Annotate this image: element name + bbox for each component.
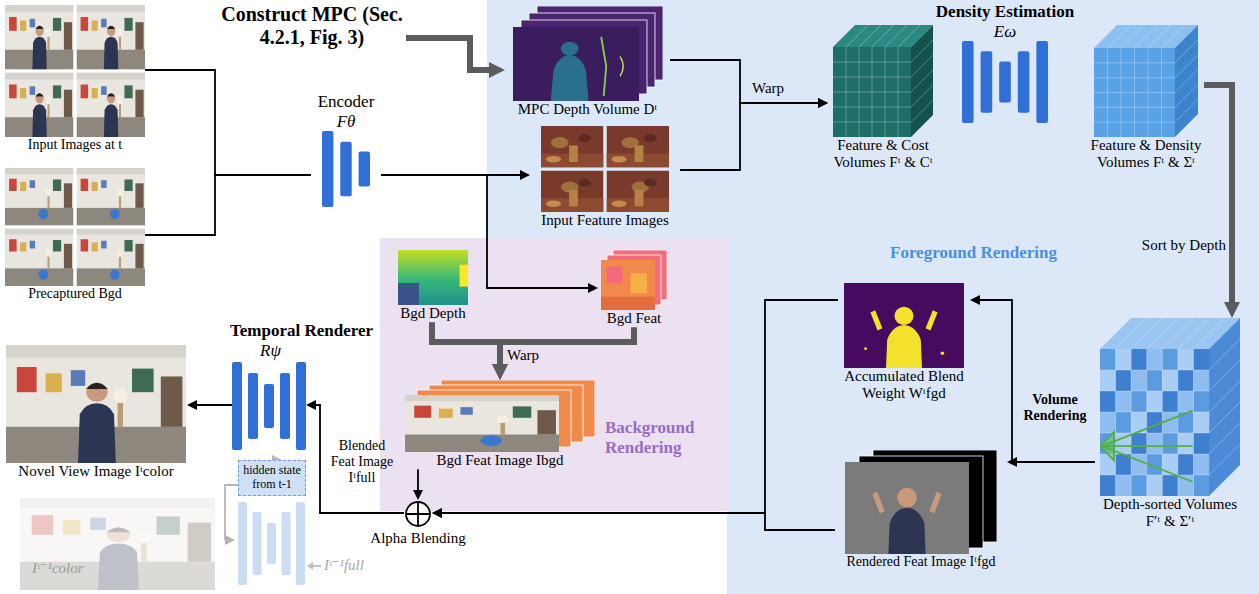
illustration xyxy=(404,500,432,528)
sorted-volume-cube: Depth-sorted Volumes F′ᵗ & Σ′ᵗ xyxy=(1095,318,1245,531)
node-label: Bgd Feat Image Ibgd xyxy=(400,452,600,469)
illustration xyxy=(5,168,145,286)
node-label: Density Estimation xyxy=(925,2,1085,22)
connector xyxy=(670,60,818,103)
leader-arrow xyxy=(307,562,321,570)
illustration xyxy=(5,5,145,137)
illustration xyxy=(1094,25,1198,137)
edge-label: Blended Feat Image Iᵗfull xyxy=(326,438,398,486)
node-label: MPC Depth Volume Dᵗ xyxy=(505,101,670,118)
ghost-network xyxy=(238,502,305,585)
previous-output-image: Iᵗ⁻¹color xyxy=(20,498,215,590)
illustration xyxy=(1100,318,1240,496)
blend-weight-image: Accumulated Blend Weight Wᵗfgd xyxy=(838,283,970,403)
connector xyxy=(406,38,489,70)
node-label: Encoder xyxy=(311,92,381,112)
node-label: Feature & Cost Volumes Fᵗ & Cᵗ xyxy=(828,137,938,172)
illustration xyxy=(541,126,669,212)
connector xyxy=(145,70,311,175)
edge-label: Warp xyxy=(752,80,802,97)
illustration xyxy=(232,362,306,450)
connector xyxy=(145,175,311,235)
depth-volume: MPC Depth Volume Dᵗ xyxy=(505,6,670,118)
node-label: Alpha Blending xyxy=(364,530,472,547)
node-label: Rendered Feat Image Iᵗfgd xyxy=(835,554,1007,570)
illustration xyxy=(844,283,964,368)
node-label: Depth-sorted Volumes F′ᵗ & Σ′ᵗ xyxy=(1095,496,1245,531)
illustration xyxy=(833,25,933,137)
connector xyxy=(197,404,232,406)
connector xyxy=(1017,461,1095,463)
connector xyxy=(1204,85,1232,302)
connector xyxy=(225,485,238,540)
background-feature-image: Bgd Feat Image Ibgd xyxy=(400,380,600,469)
node-label: Bgd Depth xyxy=(395,305,471,322)
node-label: Input Images at t xyxy=(5,137,145,153)
connector xyxy=(980,300,1095,462)
edge-label: Sort by Depth xyxy=(1118,237,1226,254)
connector xyxy=(432,322,500,364)
node-label: Construct MPC (Sec. 4.2.1, Fig. 3) xyxy=(218,3,406,49)
feature-map-stack: Bgd Feat xyxy=(598,250,670,327)
illustration xyxy=(601,250,667,310)
node-label: Precaptured Bgd xyxy=(5,286,145,302)
photo-grid: Input Images at t xyxy=(5,5,145,153)
edge-label: Warp xyxy=(507,347,551,364)
node-label: Input Feature Images xyxy=(530,212,680,229)
density-network: Density EstimationEω xyxy=(925,2,1085,123)
illustration xyxy=(405,380,595,452)
illustration xyxy=(6,345,186,463)
illustration xyxy=(513,6,663,101)
illustration xyxy=(845,450,997,554)
hidden-state-box: hidden state from t-1 xyxy=(238,460,306,496)
node-label: Temporal Renderer xyxy=(230,321,373,341)
volume-cube: Feature & Density Volumes Fᵗ & Σᵗ xyxy=(1088,25,1204,172)
section-heading: Construct MPC (Sec. 4.2.1, Fig. 3) xyxy=(218,3,406,49)
node-symbol: Fθ xyxy=(311,112,381,132)
connector xyxy=(417,469,419,490)
background-region: Background Rendering Bgd Depth Bgd FeatBgd… xyxy=(380,238,727,511)
connector xyxy=(442,513,835,530)
alpha-blend-operator: Alpha Blending xyxy=(404,500,432,528)
illustration xyxy=(398,250,468,305)
node-symbol: Eω xyxy=(925,22,1085,42)
depth-map: Bgd Depth xyxy=(395,250,471,322)
node-label: Feature & Density Volumes Fᵗ & Σᵗ xyxy=(1088,137,1204,172)
renderer-network: Temporal RendererRψ xyxy=(232,362,306,450)
illustration xyxy=(20,498,215,590)
illustration xyxy=(962,41,1048,123)
node-label: Bgd Feat xyxy=(598,310,670,327)
connector xyxy=(500,327,634,364)
illustration xyxy=(322,131,370,207)
encoder-network: EncoderFθ xyxy=(311,92,381,207)
node-label: Foreground Rendering xyxy=(890,243,1057,263)
output-image: Novel View Image Iᵗcolor xyxy=(5,345,187,480)
annotation: Iᵗ⁻¹full xyxy=(324,557,380,574)
annotation: Volume Rendering xyxy=(1018,392,1092,424)
node-label: Background Rendering xyxy=(605,418,720,457)
node-label: Accumulated Blend Weight Wᵗfgd xyxy=(838,368,970,403)
node-label: Novel View Image Iᵗcolor xyxy=(5,463,187,480)
node-label: hidden state from t-1 xyxy=(240,464,304,492)
connector xyxy=(316,405,404,513)
photo-grid: Precaptured Bgd xyxy=(5,168,145,302)
connector xyxy=(680,103,818,170)
feature-images: Input Feature Images xyxy=(530,126,680,229)
node-label: Iᵗ⁻¹color xyxy=(32,560,84,577)
rendered-feature-image: Rendered Feat Image Iᵗfgd xyxy=(835,450,1007,570)
node-symbol: Rψ xyxy=(260,341,281,361)
volume-cube: Feature & Cost Volumes Fᵗ & Cᵗ xyxy=(828,25,938,172)
